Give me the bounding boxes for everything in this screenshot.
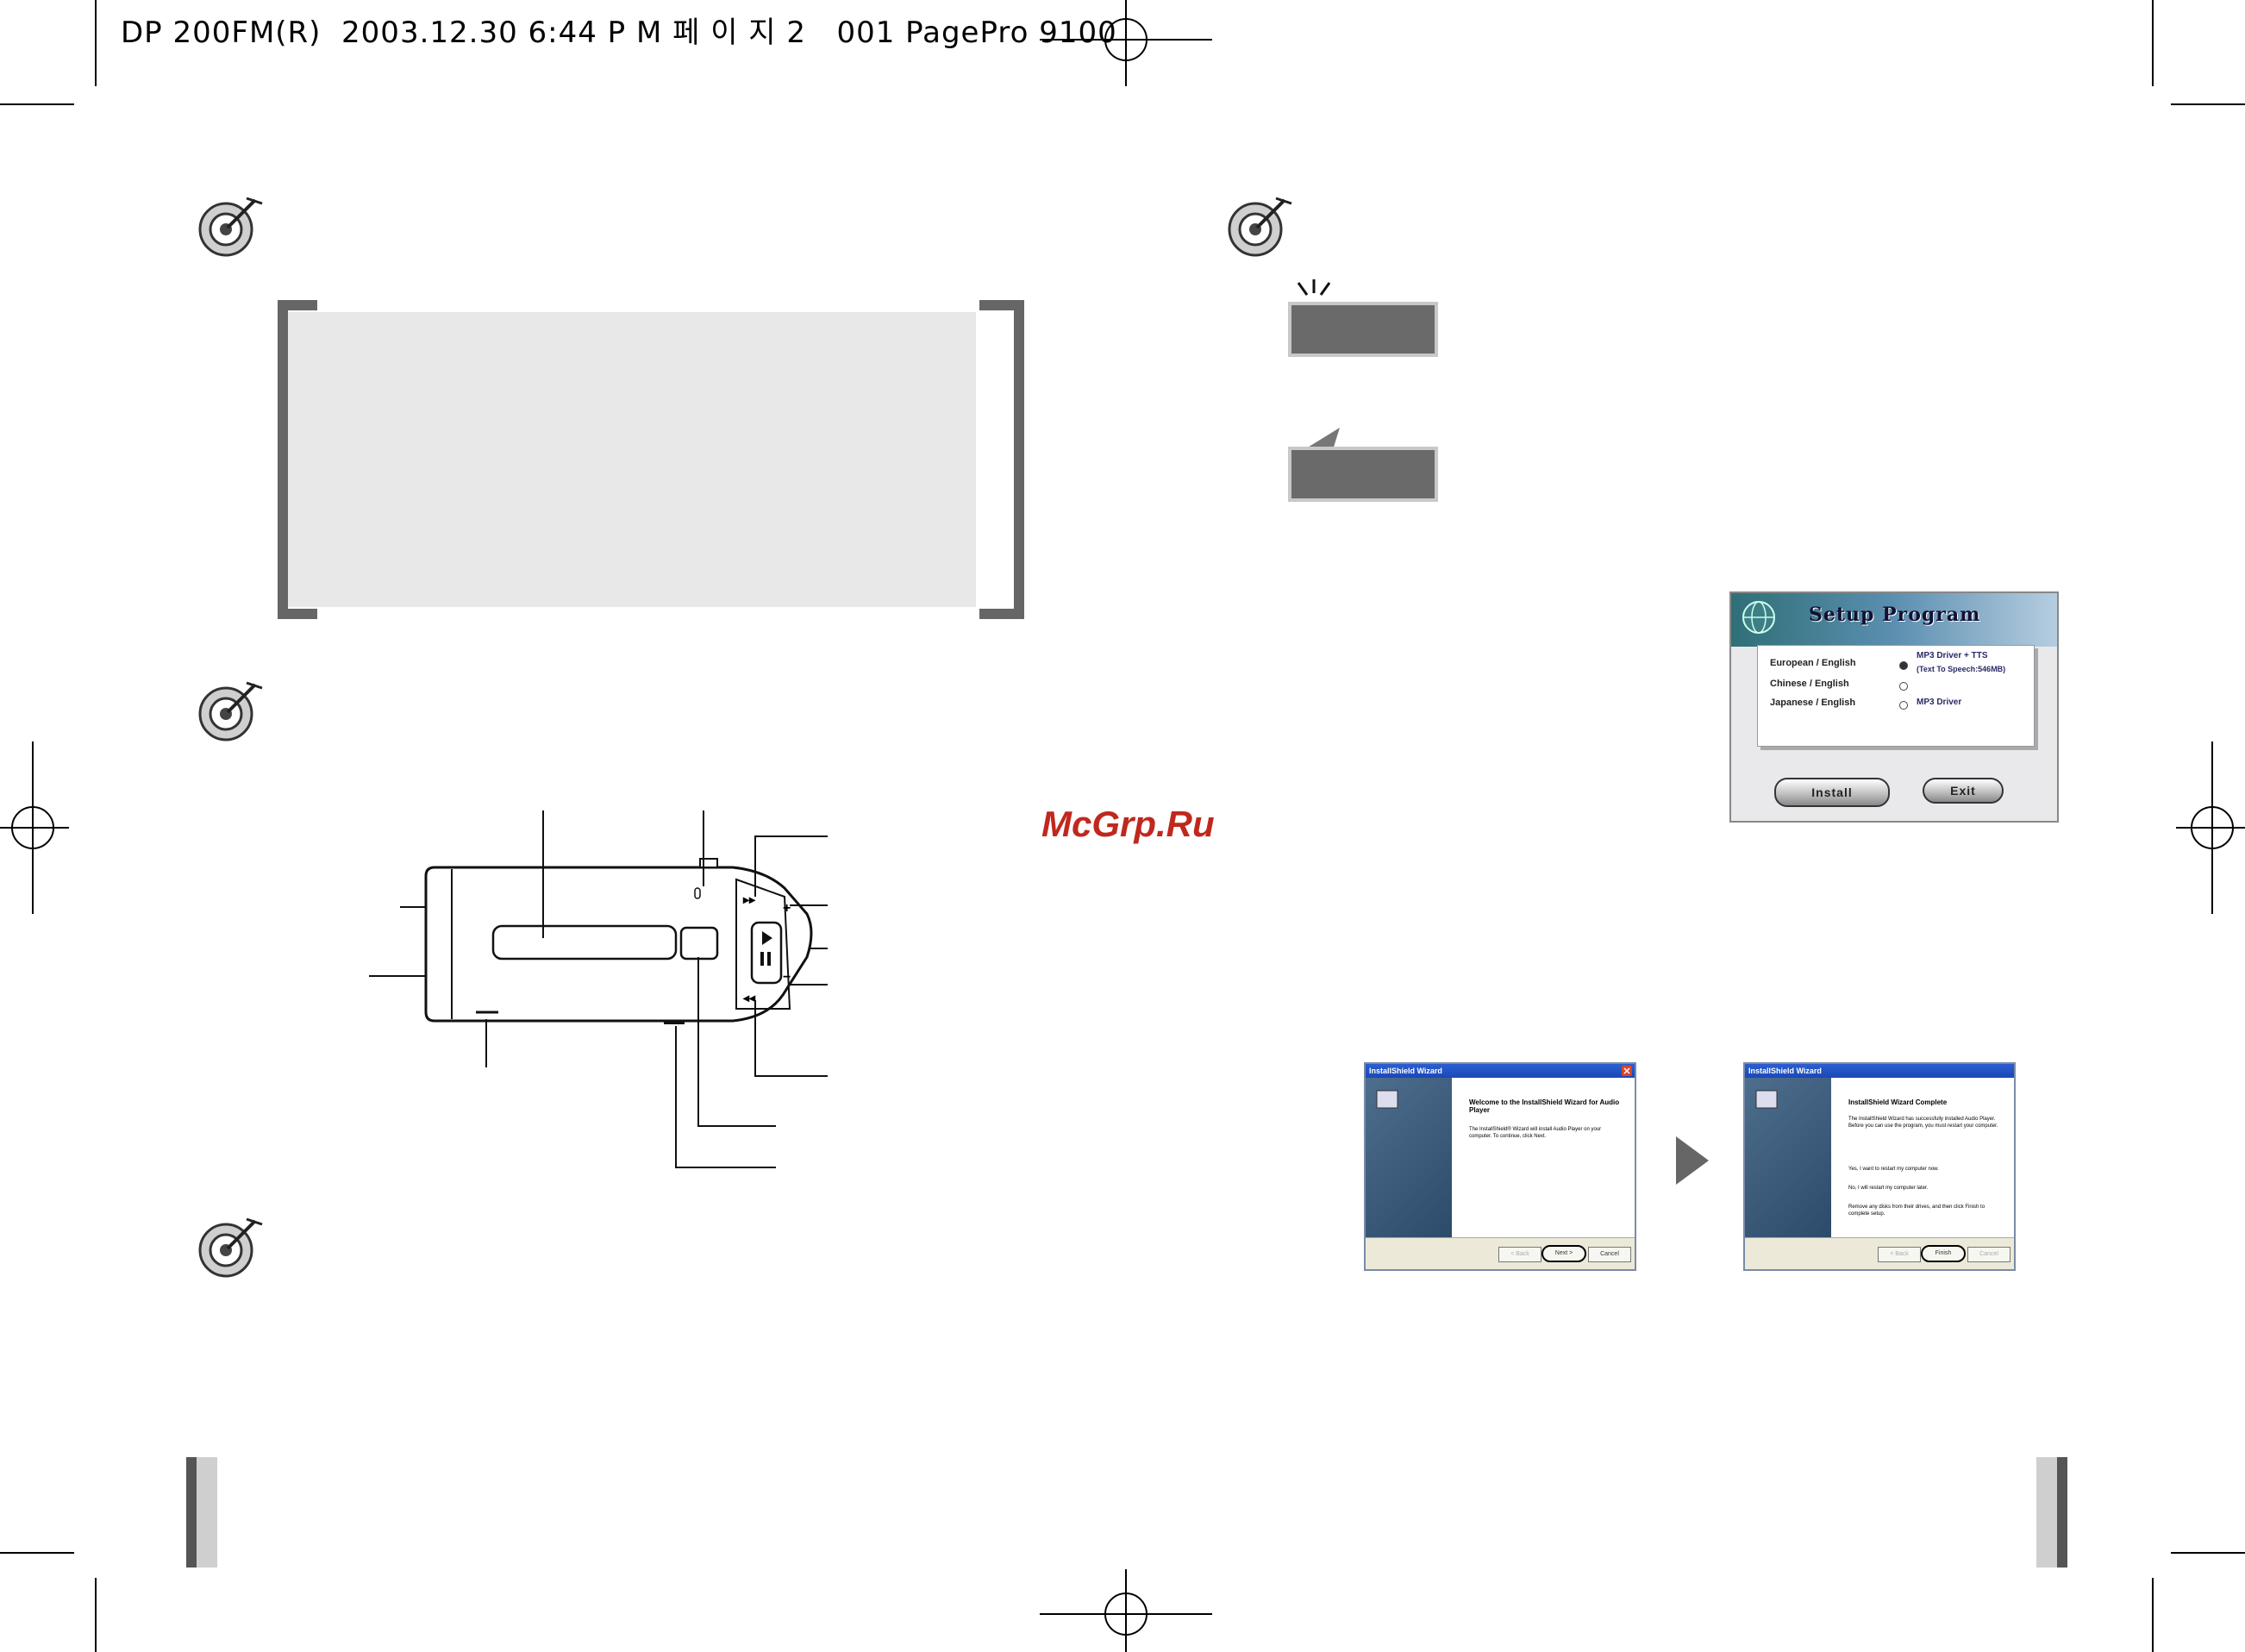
registration-mark-left — [0, 742, 69, 914]
setup-options-panel: European / English Chinese / English Jap… — [1757, 645, 2035, 747]
wizard-heading: InstallShield Wizard Complete — [1848, 1098, 1948, 1106]
cancel-button[interactable]: Cancel — [1588, 1247, 1631, 1262]
wizard-body: Welcome to the InstallShield Wizard for … — [1376, 1078, 1635, 1238]
restart-now-option[interactable]: Yes, I want to restart my computer now. — [1848, 1167, 1939, 1172]
radio-icon — [1899, 682, 1908, 691]
wizard-body: InstallShield Wizard Complete The Instal… — [1755, 1078, 2014, 1238]
exit-button[interactable]: Exit — [1923, 778, 2004, 804]
registration-mark-right — [2176, 742, 2245, 914]
svg-text:−: − — [783, 970, 791, 985]
finish-button[interactable]: Finish — [1921, 1245, 1966, 1262]
driver-tts-label: MP3 Driver + TTS — [1917, 651, 1988, 660]
driver-label: MP3 Driver — [1917, 698, 1962, 707]
window-title: InstallShield Wizard — [1366, 1064, 1635, 1078]
window-title: InstallShield Wizard — [1745, 1064, 2014, 1078]
wizard-text: The InstallShield® Wizard will install A… — [1469, 1127, 1602, 1139]
wizard-welcome-window: InstallShield Wizard Welcome to the Inst… — [1364, 1062, 1636, 1271]
wizard-complete-window: InstallShield Wizard InstallShield Wizar… — [1743, 1062, 2016, 1271]
print-header: DP 200FM(R) 2003.12.30 6:44 P M 페 이 지 2 … — [121, 16, 1117, 50]
watermark: McGrp.Ru — [1041, 804, 1215, 844]
wizard-heading: Welcome to the InstallShield Wizard for … — [1469, 1098, 1620, 1114]
cancel-button[interactable]: Cancel — [1967, 1247, 2010, 1262]
next-button[interactable]: Next > — [1541, 1245, 1586, 1262]
globe-icon — [1742, 601, 1775, 634]
wizard-footer: < Back Next > Cancel — [1366, 1237, 1635, 1269]
page-edge-bar-right-light — [2036, 1457, 2057, 1568]
registration-mark-bottom — [1040, 1569, 1212, 1652]
sparkle-icon — [1297, 279, 1331, 296]
wizard-text-2: Remove any disks from their drives, and … — [1848, 1205, 1985, 1217]
registration-mark-top — [1040, 0, 1212, 86]
page-edge-bar-left-light — [197, 1457, 217, 1568]
note-box — [285, 312, 976, 607]
setup-title: Setup Program — [1809, 604, 1981, 626]
back-button[interactable]: < Back — [1878, 1247, 1921, 1262]
svg-text:◂◂: ◂◂ — [742, 991, 756, 1004]
wizard-text: The InstallShield Wizard has successfull… — [1848, 1117, 1998, 1129]
arrow-right-icon — [1676, 1136, 1709, 1185]
option-japanese[interactable]: Japanese / English — [1770, 698, 1908, 715]
target-icon — [1228, 197, 1292, 257]
svg-text:+: + — [783, 901, 791, 916]
installer-icon — [1755, 1090, 1778, 1109]
close-icon[interactable] — [1622, 1066, 1632, 1076]
target-icon — [198, 1217, 263, 1278]
option-european[interactable]: European / English — [1770, 658, 1908, 675]
wizard-footer: < Back Finish Cancel — [1745, 1237, 2014, 1269]
installer-icon — [1376, 1090, 1398, 1109]
device-diagram: ▸▸ ◂◂ + − — [369, 810, 828, 1168]
back-button[interactable]: < Back — [1498, 1247, 1541, 1262]
install-button[interactable]: Install — [1774, 778, 1890, 807]
setup-program-window: Setup Program European / English Chinese… — [1729, 591, 2059, 823]
restart-later-option[interactable]: No, I will restart my computer later. — [1848, 1186, 1929, 1191]
svg-text:▸▸: ▸▸ — [742, 892, 756, 906]
radio-icon — [1899, 661, 1908, 670]
option-chinese[interactable]: Chinese / English — [1770, 679, 1908, 696]
target-icon — [198, 197, 263, 257]
radio-icon — [1899, 701, 1908, 710]
gray-tag-1 — [1288, 302, 1438, 357]
setup-banner — [1731, 593, 2057, 647]
page-edge-bar-right — [2057, 1457, 2067, 1568]
gray-tag-2 — [1288, 447, 1438, 502]
tts-size-label: (Text To Speech:546MB) — [1917, 665, 2006, 673]
target-icon — [198, 681, 263, 742]
page-edge-bar-left — [186, 1457, 197, 1568]
